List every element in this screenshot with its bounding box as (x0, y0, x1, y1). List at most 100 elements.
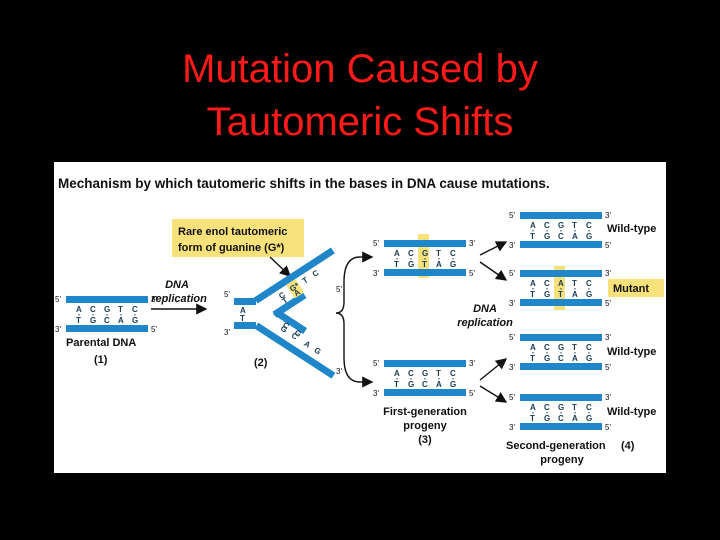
base-bottom: G (450, 380, 456, 389)
strand-end-label: 5' (509, 333, 515, 342)
base-bottom: T (394, 260, 399, 269)
top-strand (384, 360, 466, 367)
fork-base: A (240, 306, 246, 315)
strand-end-label: 3' (605, 269, 611, 278)
strand-end-label: 3' (55, 325, 61, 334)
fork-upper-template-strand (253, 247, 335, 304)
base-bottom: G (90, 316, 96, 325)
top-strand (520, 212, 602, 219)
base-bottom: T (530, 414, 535, 423)
fork-base: A (292, 287, 302, 298)
bottom-strand (384, 269, 466, 276)
base-top: C (586, 279, 592, 288)
base-bottom: G (408, 380, 414, 389)
parental-dna-label: Parental DNA (66, 337, 136, 349)
fork-base: G (293, 328, 303, 339)
callout-box (172, 219, 304, 257)
fork-base: C (290, 331, 300, 342)
base-bottom: T (530, 232, 535, 241)
base-bottom: G (450, 260, 456, 269)
base-top: A (530, 343, 536, 352)
figure-canvas: Mechanism by which tautomeric shifts in … (55, 176, 664, 466)
base-top: C (132, 305, 138, 314)
base-top: G (104, 305, 110, 314)
base-top: G (558, 343, 564, 352)
base-top: A (558, 279, 564, 288)
fork-end-label: 3' (224, 328, 230, 337)
base-bottom: G (586, 290, 592, 299)
base-bottom: C (422, 380, 428, 389)
callout-line-2: form of guanine (G*) (178, 242, 285, 254)
bottom-strand (520, 241, 602, 248)
base-bottom: A (436, 260, 442, 269)
strand-end-label: 5' (151, 325, 157, 334)
base-top: A (76, 305, 82, 314)
base-bottom: A (436, 380, 442, 389)
mutant-label-box (608, 279, 664, 297)
fork-end-label: 3' (336, 367, 342, 376)
strand-end-label: 3' (373, 269, 379, 278)
base-top: C (544, 279, 550, 288)
strand-end-label: 3' (509, 423, 515, 432)
base-top: C (90, 305, 96, 314)
step-1-label: (1) (94, 354, 108, 366)
base-bottom: C (104, 316, 110, 325)
strand-end-label: 3' (469, 239, 475, 248)
base-top: C (450, 369, 456, 378)
mutant-highlight (554, 266, 565, 310)
fork-base: C (281, 320, 291, 331)
fork-lower-arm: G C A G C G (254, 308, 336, 379)
fork-end-label: 5' (224, 290, 230, 299)
top-strand (66, 296, 148, 303)
arrow-to-wild-type-3 (479, 385, 508, 403)
callout-pointer-arrow (269, 256, 292, 277)
base-top: A (394, 249, 400, 258)
base-top: A (530, 221, 536, 230)
bottom-strand (520, 299, 602, 306)
fork-bottom-strand (234, 322, 256, 329)
base-bottom: C (558, 232, 564, 241)
fork-upper-new-strand (272, 292, 307, 318)
base-top: G (558, 221, 564, 230)
bottom-strand (66, 325, 148, 332)
top-strand (520, 334, 602, 341)
step-3-label: (3) (418, 434, 432, 446)
strand-end-label: 3' (605, 393, 611, 402)
strand-end-label: 5' (469, 389, 475, 398)
base-top: T (436, 249, 441, 258)
base-bottom: G (408, 260, 414, 269)
strand-end-label: 5' (373, 239, 379, 248)
base-top: C (450, 249, 456, 258)
strand-end-label: 3' (509, 299, 515, 308)
tautomeric-shift-figure: Mechanism by which tautomeric shifts in … (54, 162, 666, 473)
fork-base: C (277, 290, 287, 301)
strand-end-label: 3' (509, 241, 515, 250)
replication-fork: 5' 3' A T C G* T C T A 5' G C A G C G 3' (224, 247, 342, 379)
strand-end-label: 3' (509, 363, 515, 372)
base-bottom: T (530, 354, 535, 363)
base-top: C (544, 221, 550, 230)
base-top: T (436, 369, 441, 378)
dna-replication-label-2a: DNA (473, 303, 497, 315)
fork-base: T (301, 275, 310, 285)
base-top: A (530, 403, 536, 412)
first-gen-label-2: progeny (403, 420, 447, 432)
base-bottom: G (586, 354, 592, 363)
base-bottom: A (572, 354, 578, 363)
step-2-label: (2) (254, 357, 268, 369)
fork-upper-arm: C G* T C T A (253, 247, 335, 318)
base-bottom: G (544, 354, 550, 363)
mismatch-highlight (418, 234, 429, 278)
strand-end-label: 5' (605, 241, 611, 250)
strand-end-label: 3' (605, 333, 611, 342)
base-bottom: T (394, 380, 399, 389)
base-bottom: T (422, 260, 427, 269)
base-top: C (408, 369, 414, 378)
wild-type-label-3: Wild-type (607, 406, 656, 418)
base-top: G (558, 403, 564, 412)
strand-end-label: 5' (605, 299, 611, 308)
dna-replication-label-2b: replication (457, 317, 513, 329)
bottom-strand (384, 389, 466, 396)
